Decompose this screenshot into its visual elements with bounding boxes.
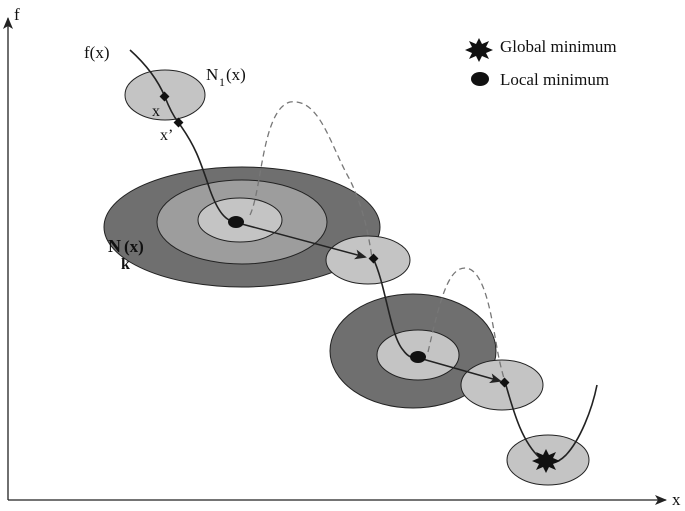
legend-global-icon — [465, 38, 493, 62]
move-arrow-1 — [237, 222, 367, 260]
n1-label-sub: 1 — [219, 75, 225, 89]
legend-global-label: Global minimum — [500, 37, 617, 56]
nk-label-arg: (x) — [124, 237, 144, 256]
y-axis-label: f — [14, 5, 20, 24]
n1-label-main: N — [206, 65, 218, 84]
legend-local-label: Local minimum — [500, 70, 609, 89]
x-axis-label: x — [672, 490, 681, 509]
curve-label: f(x) — [84, 43, 109, 62]
local-minimum-2 — [410, 351, 426, 363]
legend-local-icon — [471, 72, 489, 86]
dashed-curve-2 — [427, 267, 506, 383]
point-fourth — [499, 377, 510, 388]
point-x — [159, 91, 170, 102]
nk-label-main: N — [108, 236, 121, 256]
n1-label-arg: (x) — [226, 65, 246, 84]
legend: Global minimum Local minimum — [465, 37, 617, 89]
move-arrow-2 — [418, 357, 502, 384]
point-x-prime — [173, 117, 184, 128]
global-minimum-icon — [532, 449, 560, 473]
dashed-curve-1 — [249, 101, 373, 259]
point-x-prime-label: x’ — [160, 127, 173, 144]
local-minimum-1 — [228, 216, 244, 228]
point-x-label: x — [152, 103, 160, 120]
neighborhood-fourth — [460, 359, 544, 411]
nk-label-sub: k — [121, 256, 130, 273]
neighborhood-second — [325, 235, 411, 285]
